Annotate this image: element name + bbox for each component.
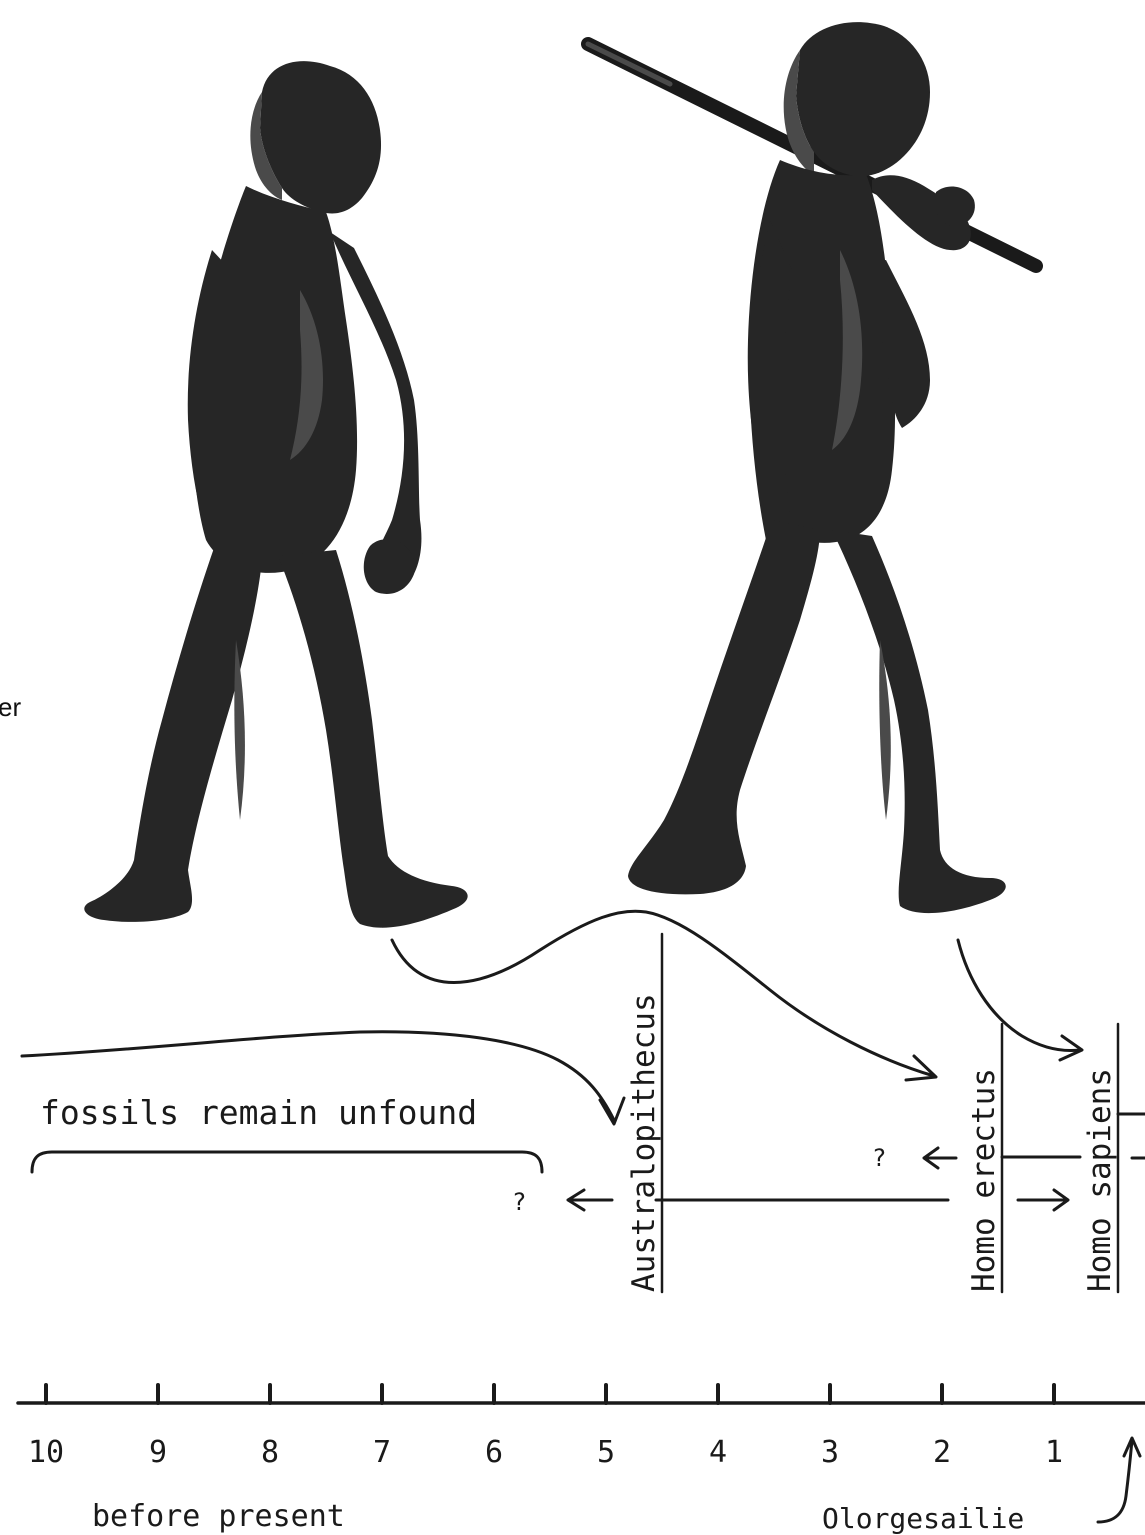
- tick-labels: 10 9 8 7 6 5 4 3 2 1: [28, 1435, 1063, 1470]
- site-label-olorgesailie: Olorgesailie: [822, 1502, 1024, 1535]
- taxon-homo-erectus: Homo erectus: [966, 1068, 1002, 1292]
- fossil-gap-label: fossils remain unfound: [40, 1093, 477, 1132]
- tick-label-8: 8: [261, 1435, 279, 1470]
- tick-label-3: 3: [821, 1435, 839, 1470]
- arrow-left-homo-erectus: [924, 1148, 956, 1168]
- tick-marks: [46, 1385, 1054, 1403]
- tick-label-10: 10: [28, 1435, 64, 1470]
- taxon-labels: Australopithecus Homo erectus Homo sapie…: [626, 934, 1118, 1292]
- tick-label-1: 1: [1045, 1435, 1063, 1470]
- edge-fragment-text: er: [0, 692, 21, 722]
- taxon-homo-sapiens: Homo sapiens: [1082, 1068, 1118, 1292]
- tick-label-5: 5: [597, 1435, 615, 1470]
- axis-caption: before present: [92, 1499, 345, 1534]
- olorgesailie-arrow: [1098, 1438, 1140, 1522]
- tick-label-9: 9: [149, 1435, 167, 1470]
- timeline-axis: 10 9 8 7 6 5 4 3 2 1: [18, 1385, 1145, 1470]
- tick-label-7: 7: [373, 1435, 391, 1470]
- ape-like-hominid-figure: [84, 61, 467, 928]
- curve-to-homo-sapiens: [958, 940, 1080, 1050]
- tick-label-2: 2: [933, 1435, 951, 1470]
- arrowhead-homo-sapiens: [1060, 1036, 1082, 1060]
- tick-label-6: 6: [485, 1435, 503, 1470]
- spear-carrying-hominid-figure: [588, 22, 1036, 913]
- arrow-right-homo-erectus: [1018, 1190, 1068, 1210]
- fossil-gap-bracket: [32, 1152, 542, 1172]
- tick-label-4: 4: [709, 1435, 727, 1470]
- arrow-left-australopithecus: [568, 1190, 612, 1210]
- taxon-australopithecus: Australopithecus: [626, 993, 662, 1292]
- question-mark-australopithecus: ?: [512, 1188, 526, 1216]
- question-mark-homo-erectus: ?: [872, 1144, 886, 1172]
